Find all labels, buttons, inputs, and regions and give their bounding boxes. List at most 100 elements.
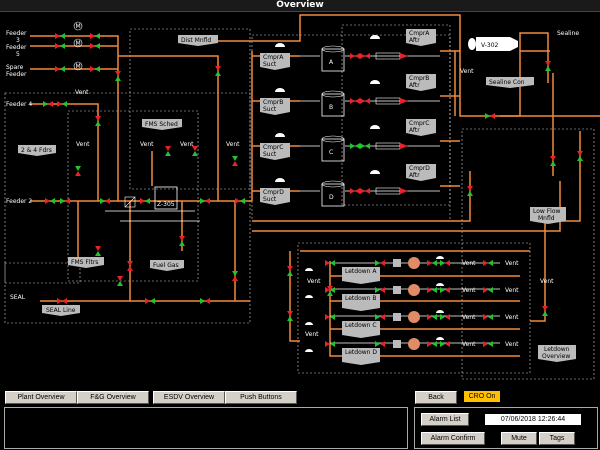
main-pipes (30, 14, 600, 357)
pressure-valve-icon (436, 337, 444, 340)
letdown-c-tag[interactable]: Letdown C (342, 321, 380, 338)
pressure-valve-icon (370, 80, 380, 84)
svg-text:Letdown C: Letdown C (345, 322, 377, 329)
feeder-3-label: Feeder (6, 30, 27, 37)
push-buttons-button[interactable]: Push Buttons (225, 391, 297, 404)
svg-text:Vent: Vent (462, 287, 476, 294)
heater-icon (408, 284, 420, 296)
svg-text:Letdown B: Letdown B (345, 295, 377, 302)
time-value: 12:26:44 (537, 416, 566, 423)
letdown-a-tag[interactable]: Letdown A (342, 267, 380, 284)
svg-text:Vent: Vent (462, 341, 476, 348)
svg-text:Vent: Vent (505, 287, 519, 294)
svg-text:Suct: Suct (263, 106, 277, 113)
feeder-2-label: Feeder 2 (6, 198, 32, 205)
pressure-valve-icon (305, 295, 313, 298)
svg-text:FMS Fltrs: FMS Fltrs (71, 259, 98, 266)
compressor-discharge-valves[interactable] (350, 98, 370, 104)
svg-text:Letdown D: Letdown D (345, 349, 377, 356)
z305-label: Z-305 (157, 201, 175, 208)
letdown-b-tag[interactable]: Letdown B (342, 294, 380, 311)
v302-vessel[interactable]: V-302 (468, 37, 518, 51)
dist-mnfld-tag: Dist Mnfld (178, 35, 218, 46)
feeder-5-number: 5 (16, 51, 20, 58)
svg-text:2 & 4 Fdrs: 2 & 4 Fdrs (21, 147, 52, 154)
compressor-discharge-valves[interactable] (350, 188, 370, 194)
svg-text:CmprD: CmprD (409, 165, 430, 172)
heater-icon (408, 257, 420, 269)
check-valve-icon (400, 188, 408, 194)
filter-icon (124, 196, 136, 208)
compressor-discharge-valves[interactable] (350, 143, 370, 149)
pressure-valve-icon (436, 256, 444, 259)
fdrs-24-tag: 2 & 4 Fdrs (18, 145, 56, 156)
pressure-valve-icon (436, 283, 444, 286)
compressor-d[interactable]: D (321, 180, 345, 207)
compressor-a[interactable]: A (321, 45, 345, 72)
svg-text:Vent: Vent (305, 331, 319, 338)
seal-label: SEAL (10, 294, 26, 301)
letdown-d-tag[interactable]: Letdown D (342, 348, 380, 365)
svg-text:Dist Mnfld: Dist Mnfld (181, 37, 211, 44)
pressure-valve-icon (275, 43, 285, 47)
back-button[interactable]: Back (415, 391, 457, 404)
svg-text:Aftr: Aftr (409, 127, 420, 134)
svg-text:Fuel Gas: Fuel Gas (153, 262, 179, 269)
check-valve-icon (400, 98, 408, 104)
compressor-c[interactable]: C (321, 135, 345, 162)
svg-text:C: C (329, 149, 333, 156)
filter-icon-slash (124, 196, 136, 208)
svg-text:Aftr: Aftr (409, 172, 420, 179)
pressure-valve-icon (275, 88, 285, 92)
pressure-valve-icon (275, 178, 285, 182)
fms-sched-tag: FMS Sched (142, 119, 182, 130)
svg-text:Vent: Vent (140, 141, 154, 148)
svg-text:CmprC: CmprC (409, 120, 430, 127)
plant-overview-button[interactable]: Plant Overview (5, 391, 77, 404)
vent-labels: Vent Vent Vent Vent Vent Vent Vent Vent … (75, 68, 554, 338)
secondary-lines (105, 55, 500, 344)
seal-line-tag: SEAL Line (42, 305, 80, 316)
control-valve-icon (393, 286, 401, 294)
svg-text:Suct: Suct (263, 196, 277, 203)
svg-text:FMS Sched: FMS Sched (145, 121, 178, 128)
mute-button[interactable]: Mute (501, 432, 537, 445)
letdown-overview-tag: Letdown Overview (538, 345, 576, 362)
svg-text:V-302: V-302 (481, 42, 499, 49)
esdv-overview-button[interactable]: ESDV Overview (153, 391, 225, 404)
svg-text:Vent: Vent (462, 260, 476, 267)
z305-vessel[interactable] (154, 186, 178, 210)
fg-overview-button[interactable]: F&G Overview (77, 391, 149, 404)
date-value: 07/06/2018 (500, 416, 536, 423)
motor-icon-label: M (76, 40, 81, 47)
check-valve-icon (400, 143, 408, 149)
tags-button[interactable]: Tags (539, 432, 575, 445)
svg-text:CmprA: CmprA (263, 54, 284, 61)
svg-text:Vent: Vent (540, 278, 554, 285)
svg-text:Vent: Vent (462, 314, 476, 321)
compressor-b[interactable]: B (321, 90, 345, 117)
svg-text:B: B (329, 104, 333, 111)
compressor-group: ACmprASuctCmprAAftrBCmprBSuctCmprBAftrCC… (260, 29, 436, 207)
tag-boxes[interactable]: Dist Mnfld FMS Sched 2 & 4 Fdrs FMS Fltr… (18, 35, 576, 362)
alarm-list-button[interactable]: Alarm List (421, 413, 469, 426)
compressor-discharge-valves[interactable] (350, 53, 370, 59)
motor-icon-label: M (76, 63, 81, 70)
fms-fltrs-tag: FMS Fltrs (68, 257, 104, 268)
sealine-label: Sealine (557, 30, 579, 37)
svg-text:CmprD: CmprD (263, 189, 284, 196)
cro-status-badge: CRO On (464, 391, 500, 402)
alarm-confirm-button[interactable]: Alarm Confirm (421, 432, 485, 445)
